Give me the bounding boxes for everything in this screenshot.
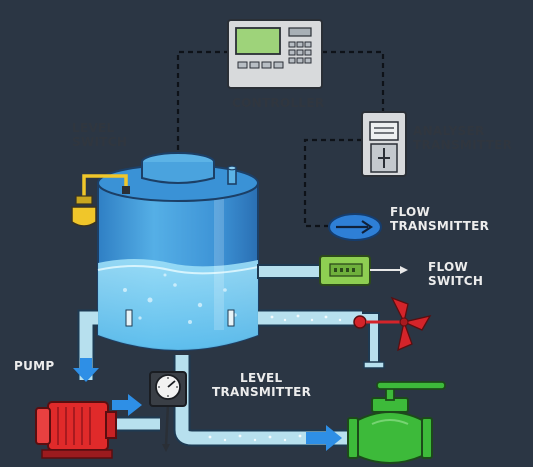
controller-panel[interactable] (227, 19, 323, 89)
pump-label: PUMP (14, 359, 55, 373)
tank (97, 152, 259, 351)
outlet-arrow (306, 425, 342, 451)
flow-switch-label: FLOW SWITCH (428, 260, 483, 288)
flow-switch-device[interactable] (319, 255, 408, 286)
controller-label: CONTROLLER (232, 96, 325, 110)
pump-inlet-arrow (73, 358, 99, 382)
analyser-transmitter-device[interactable] (361, 111, 407, 177)
flow-transmitter-label-line1: FLOW (390, 205, 431, 219)
level-switch-label-line2: SWITCH (72, 135, 128, 149)
flow-switch-label-line2: SWITCH (428, 274, 484, 288)
analyser-transmitter-label: ANALYSER TRANSMITTER (413, 124, 512, 152)
flow-arrows (73, 358, 342, 451)
level-switch-label: LEVEL SWITCH (72, 121, 127, 149)
level-transmitter-label-line2: TRANSMITTER (212, 385, 312, 399)
analyser-transmitter-label-line1: ANALYSER (413, 124, 485, 138)
level-transmitter-label: LEVEL TRANSMITTER (212, 371, 311, 399)
flow-transmitter-label-line2: TRANSMITTER (390, 219, 490, 233)
gate-valve[interactable] (347, 381, 446, 464)
pump-device[interactable] (35, 401, 117, 459)
pump-outlet-arrow (112, 394, 142, 416)
agitator-device[interactable] (353, 296, 432, 369)
flow-switch-label-line1: FLOW (428, 260, 469, 274)
valve-handle[interactable] (376, 381, 446, 390)
flow-transmitter-label: FLOW TRANSMITTER (390, 205, 489, 233)
water-level (98, 259, 258, 350)
analyser-transmitter-label-line2: TRANSMITTER (413, 138, 513, 152)
flow-transmitter-device[interactable] (328, 213, 382, 241)
level-transmitter-device[interactable] (149, 371, 187, 452)
signal-lines (176, 50, 385, 228)
level-switch-device[interactable] (71, 174, 130, 227)
level-transmitter-label-line1: LEVEL (240, 371, 283, 385)
level-switch-label-line1: LEVEL (72, 121, 115, 135)
bubbles (123, 273, 237, 324)
